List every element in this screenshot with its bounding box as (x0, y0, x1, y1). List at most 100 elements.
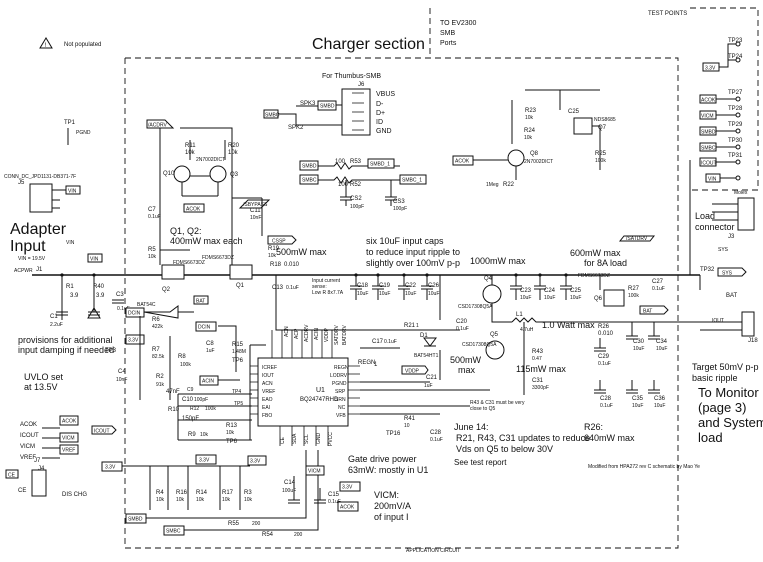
svg-text:TP5: TP5 (234, 401, 243, 407)
svg-text:Load: Load (695, 211, 715, 221)
svg-text:ACOK: ACOK (455, 159, 470, 165)
vref-flag-j4 (59, 444, 79, 455)
icout-flag (91, 425, 117, 435)
ports-label: Ports (440, 40, 457, 47)
svg-text:TP28: TP28 (728, 106, 743, 112)
svg-text:LODRV: LODRV (330, 373, 348, 379)
dcin-acin-divider: DCIN BAT54C BAT R6 422k 3.3V R7 82.5k DC… (105, 295, 246, 400)
svg-text:VDDP: VDDP (324, 327, 330, 342)
svg-text:SMBC: SMBC (302, 178, 317, 184)
svg-text:TP6: TP6 (226, 439, 238, 445)
svg-text:SMBC: SMBC (701, 146, 716, 152)
svg-text:R43 & C31 must be very: R43 & C31 must be very (470, 400, 525, 406)
svg-text:basic ripple: basic ripple (692, 373, 738, 383)
svg-text:R3: R3 (244, 490, 252, 496)
charger-section-title: Charger section (312, 36, 425, 53)
svg-text:1: 1 (416, 323, 419, 329)
svg-text:C31: C31 (532, 378, 544, 384)
svg-text:10k: 10k (176, 497, 185, 503)
svg-text:SATDRV: SATDRV (334, 325, 340, 345)
svg-text:10uF: 10uF (656, 346, 667, 352)
q10-transistor (173, 165, 191, 183)
svg-text:CE: CE (18, 488, 26, 494)
v33-flag-u1-2 (339, 481, 361, 492)
svg-text:SMBC_1: SMBC_1 (402, 178, 422, 184)
v33-flag-u1 (247, 455, 267, 466)
svg-text:C20: C20 (456, 319, 468, 325)
svg-text:3.3V: 3.3V (250, 459, 261, 465)
svg-text:1.0 Watt max: 1.0 Watt max (542, 320, 595, 330)
svg-text:SYS: SYS (722, 271, 733, 277)
svg-text:Q8: Q8 (530, 151, 539, 157)
svg-text:600mW max: 600mW max (570, 248, 621, 258)
svg-text:input damping if needed: input damping if needed (18, 345, 114, 355)
test-points-panel: 3.3V TP23 TP24 ACOK VICM SMBD SMBC ICOUT… (699, 38, 743, 183)
svg-text:C18: C18 (357, 283, 369, 289)
svg-text:C27: C27 (652, 279, 664, 285)
svg-text:R54: R54 (262, 532, 274, 538)
svg-text:100k: 100k (595, 158, 606, 164)
svg-text:C13: C13 (272, 285, 284, 291)
svg-text:C8: C8 (206, 341, 214, 347)
svg-text:ACN: ACN (284, 326, 290, 337)
svg-text:TP4: TP4 (232, 389, 241, 395)
svg-text:115mW max: 115mW max (516, 364, 566, 374)
svg-text:10uF: 10uF (654, 403, 665, 409)
svg-text:R40: R40 (93, 284, 105, 290)
svg-text:0.1uF: 0.1uF (600, 403, 613, 409)
svg-text:R8: R8 (178, 354, 186, 360)
svg-text:(page 3): (page 3) (698, 400, 746, 415)
svg-text:PGND: PGND (332, 381, 347, 387)
svg-text:10k: 10k (200, 432, 209, 438)
svg-text:BAT: BAT (726, 293, 738, 299)
svg-text:C21: C21 (426, 375, 438, 381)
svg-text:U1: U1 (316, 387, 325, 394)
svg-text:C29: C29 (598, 354, 610, 360)
svg-text:EAO: EAO (262, 397, 273, 403)
svg-text:10uF: 10uF (357, 291, 368, 297)
svg-text:/ACDRV: /ACDRV (148, 123, 167, 129)
svg-text:100: 100 (338, 182, 349, 188)
r26-note: R26: (584, 422, 603, 432)
load-connector-section: Load connector Molex J3 SYS IOUT J18 Tar… (690, 190, 763, 445)
svg-text:C30: C30 (633, 339, 645, 345)
svg-text:BAT: BAT (196, 299, 205, 305)
svg-text:J5: J5 (18, 180, 25, 186)
svg-text:10k: 10k (244, 497, 253, 503)
svg-text:VREF: VREF (20, 455, 36, 461)
svg-text:ICOUT: ICOUT (20, 433, 39, 439)
svg-text:J18: J18 (748, 338, 758, 344)
svg-text:0.1uF: 0.1uF (117, 306, 130, 312)
svg-text:100pF: 100pF (393, 206, 407, 212)
svg-text:C35: C35 (632, 396, 644, 402)
svg-text:Q3: Q3 (230, 172, 239, 178)
svg-text:Low R 8x7.7A: Low R 8x7.7A (312, 290, 344, 296)
svg-text:SRN: SRN (335, 397, 346, 403)
svg-text:C11: C11 (250, 208, 261, 214)
svg-text:For Thumbus-SMB: For Thumbus-SMB (322, 73, 381, 80)
svg-text:Adapter: Adapter (10, 221, 67, 238)
svg-text:C26: C26 (428, 283, 440, 289)
svg-text:NDS8685: NDS8685 (594, 117, 616, 123)
svg-text:10k: 10k (226, 430, 235, 436)
svg-text:R5: R5 (148, 247, 156, 253)
svg-text:VBUS: VBUS (376, 91, 395, 98)
svg-text:0.1uF: 0.1uF (430, 437, 443, 443)
svg-text:ACOK: ACOK (701, 98, 716, 104)
svg-text:TP32: TP32 (700, 267, 715, 273)
svg-text:3.3V: 3.3V (199, 458, 210, 464)
svg-text:BAT54HT1: BAT54HT1 (414, 353, 439, 359)
svg-text:DCIN: DCIN (198, 325, 211, 331)
svg-text:C9: C9 (187, 387, 194, 393)
svg-text:SPK3: SPK3 (300, 101, 316, 107)
vicm-note: VICM: (374, 490, 399, 500)
svg-text:150pF: 150pF (182, 416, 199, 422)
svg-text:J4: J4 (38, 466, 45, 472)
svg-text:VFB: VFB (336, 413, 346, 419)
svg-text:C25: C25 (568, 109, 580, 115)
ce-flag-j7 (5, 469, 19, 479)
svg-text:1Meg: 1Meg (486, 182, 499, 188)
svg-text:ACDRV: ACDRV (304, 324, 310, 342)
svg-text:500mW max: 500mW max (276, 247, 327, 257)
svg-text:CS2: CS2 (350, 196, 362, 202)
